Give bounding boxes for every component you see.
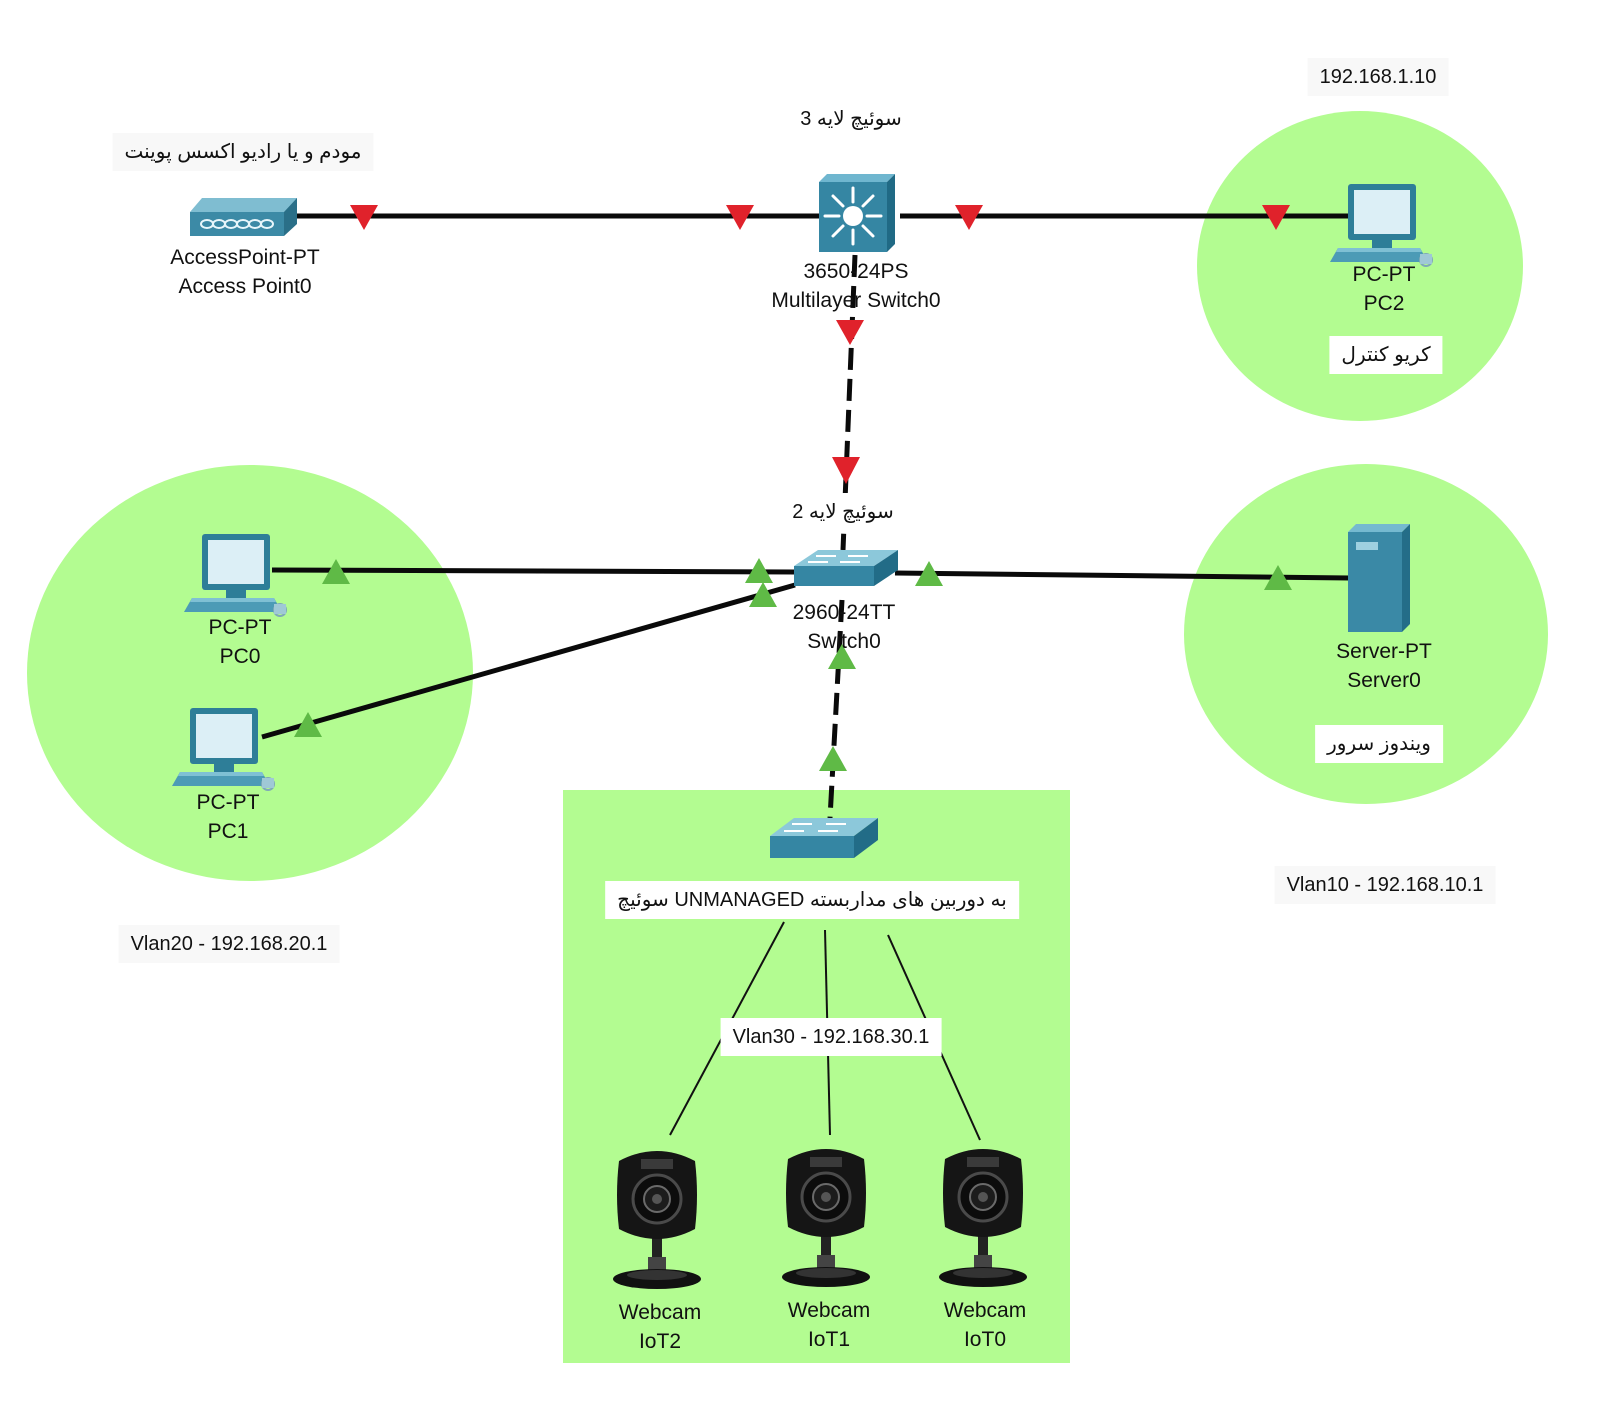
vlan10-server-zone	[1184, 464, 1548, 804]
device-name: IoT1	[807, 1328, 851, 1351]
pc2-label: PC-PT PC2	[1353, 260, 1416, 318]
device-model: PC-PT	[208, 616, 272, 639]
ip-address-note: 192.168.1.10	[1307, 58, 1449, 96]
link-mls-sw0[interactable]	[840, 254, 858, 551]
device-model: PC-PT	[1352, 263, 1416, 286]
link-up-icon	[819, 746, 847, 771]
control-room-note: کریو کنترل	[1329, 336, 1443, 374]
server-note: ویندوز سرور	[1315, 725, 1443, 763]
link-up-icon	[322, 559, 350, 584]
device-name: IoT0	[963, 1328, 1007, 1351]
link-down-icon	[836, 320, 864, 345]
access-point-label: AccessPoint-PT Access Point0	[170, 243, 319, 301]
layer2-switch-note: سوئیچ لایه 2	[780, 493, 906, 531]
iot2-label: Webcam IoT2	[619, 1298, 701, 1356]
layer3-switch-note: سوئیچ لایه 3	[788, 100, 914, 138]
link-up-icon	[1264, 565, 1292, 590]
switch0-label: 2960-24TT Switch0	[793, 598, 896, 656]
link-down-icon	[832, 457, 860, 484]
link-status-markers	[294, 205, 1292, 771]
unmanaged-switch-note: سوئیچ UNMANAGED به دوربین های مداربسته	[605, 881, 1019, 919]
link-pc1-sw0[interactable]	[261, 582, 796, 740]
link-pc0-sw0[interactable]	[271, 567, 796, 575]
iot0-label: Webcam IoT0	[944, 1296, 1026, 1354]
access-point-note: مودم و یا رادیو اکسس پوینت	[112, 133, 374, 171]
link-down-icon	[350, 205, 378, 230]
multilayer-switch-icon[interactable]	[819, 174, 895, 252]
switch-icon[interactable]	[770, 818, 878, 858]
switch-icon[interactable]	[794, 550, 898, 586]
link-up-icon	[828, 644, 856, 669]
device-name: Switch0	[807, 630, 881, 653]
multilayer-switch-label: 3650-24PS Multilayer Switch0	[771, 257, 940, 315]
vlan30-note: Vlan30 - 192.168.30.1	[720, 1018, 942, 1056]
link-sw0-unmanaged[interactable]	[827, 599, 845, 819]
device-model: AccessPoint-PT	[170, 246, 320, 269]
device-model: 3650-24PS	[803, 260, 909, 283]
device-name: PC1	[207, 820, 249, 843]
device-model: Server-PT	[1336, 640, 1432, 663]
link-up-icon	[749, 582, 777, 607]
device-name: PC2	[1363, 292, 1405, 315]
device-model: PC-PT	[196, 791, 260, 814]
link-up-icon	[294, 712, 322, 737]
vlan20-note: Vlan20 - 192.168.20.1	[118, 925, 340, 963]
link-up-icon	[915, 561, 943, 586]
device-name: Access Point0	[178, 275, 312, 298]
pc1-label: PC-PT PC1	[197, 788, 260, 846]
device-name: Multilayer Switch0	[771, 289, 941, 312]
device-name: IoT2	[638, 1330, 682, 1353]
link-up-icon	[745, 558, 773, 583]
vlan10-note: Vlan10 - 192.168.10.1	[1274, 866, 1496, 904]
link-down-icon	[955, 205, 983, 230]
iot1-label: Webcam IoT1	[788, 1296, 870, 1354]
server-icon[interactable]	[1348, 524, 1410, 632]
device-model: Webcam	[787, 1299, 871, 1322]
link-down-icon	[1262, 205, 1290, 230]
device-model: 2960-24TT	[792, 601, 896, 624]
pc0-label: PC-PT PC0	[209, 613, 272, 671]
device-model: Webcam	[618, 1301, 702, 1324]
link-down-icon	[726, 205, 754, 230]
device-model: Webcam	[943, 1299, 1027, 1322]
device-name: PC0	[219, 645, 261, 668]
server0-label: Server-PT Server0	[1336, 637, 1432, 695]
access-point-icon[interactable]	[190, 198, 297, 236]
device-name: Server0	[1347, 669, 1421, 692]
